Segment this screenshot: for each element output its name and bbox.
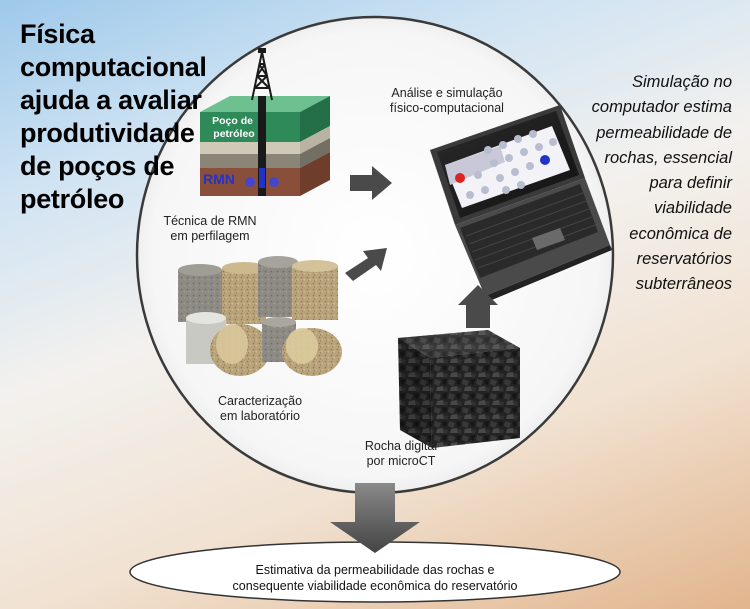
rmn-technique-label: Técnica de RMN em perfilagem	[163, 214, 257, 243]
arrow-cube-to-sim-icon	[458, 285, 498, 328]
digital-rock-cube	[398, 330, 520, 448]
well-diagram	[200, 48, 330, 196]
side-note: Simulação no computador estima permeabil…	[591, 73, 732, 294]
arrow-lab-to-sim-icon	[345, 248, 387, 281]
digital-rock-label: Rocha digital por microCT	[364, 439, 438, 468]
page-title: Física computacional ajuda a avaliar pro…	[20, 19, 207, 214]
arrow-rmn-to-sim-icon	[350, 166, 392, 200]
estimativa-label: Estimativa da permeabilidade das rochas …	[232, 563, 518, 593]
rmn-tag: RMN	[203, 171, 235, 187]
well-label: Poço de petróleo	[212, 115, 256, 140]
lab-characterization-label: Caracterização em laboratório	[217, 394, 303, 423]
rock-samples	[178, 256, 342, 376]
down-arrow-icon	[330, 483, 420, 553]
laptop	[430, 105, 612, 302]
analise-label: Análise e simulação físico-computacional	[390, 86, 504, 115]
